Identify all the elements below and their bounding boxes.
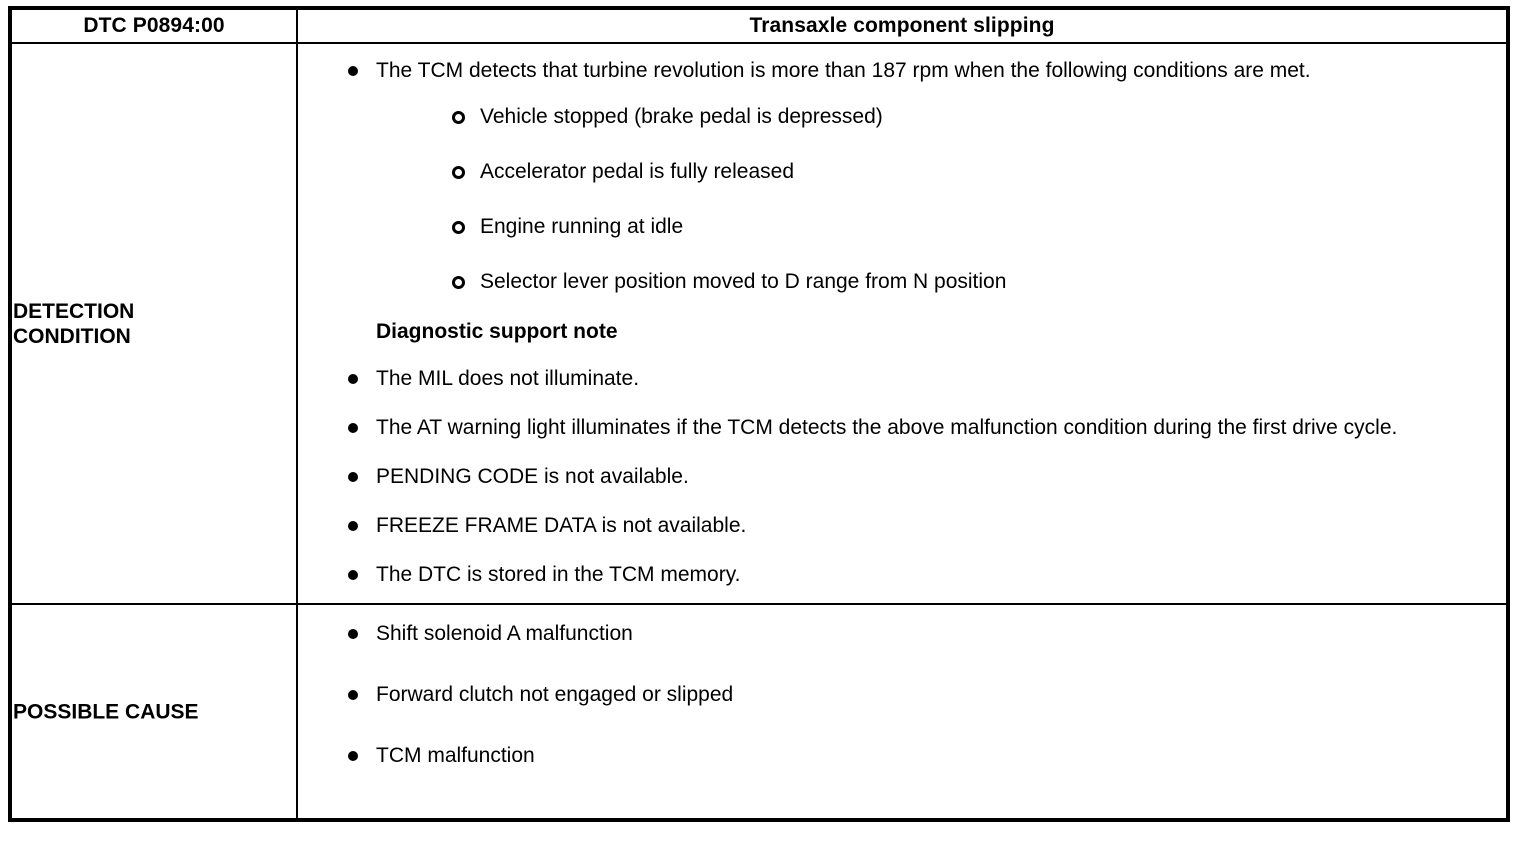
list-item: PENDING CODE is not available. — [338, 462, 1488, 491]
dtc-table: DTC P0894:00 Transaxle component slippin… — [8, 6, 1510, 822]
bullet-dot-icon — [348, 570, 358, 580]
list-item: Selector lever position moved to D range… — [448, 268, 1488, 295]
diagnostic-support-note-list: The MIL does not illuminate. The AT warn… — [338, 364, 1488, 589]
bullet-dot-icon — [348, 521, 358, 531]
list-item: Accelerator pedal is fully released — [448, 158, 1488, 185]
list-item: The AT warning light illuminates if the … — [338, 413, 1488, 442]
detection-condition-sublist: Vehicle stopped (brake pedal is depresse… — [376, 103, 1488, 295]
list-item: Shift solenoid A malfunction — [338, 619, 1488, 648]
detection-bullet-list: The TCM detects that turbine revolution … — [338, 56, 1488, 295]
bullet-circle-icon — [452, 111, 465, 124]
list-item-text: Accelerator pedal is fully released — [480, 160, 794, 183]
list-item: Engine running at idle — [448, 213, 1488, 240]
list-item: The MIL does not illuminate. — [338, 364, 1488, 393]
list-item-text: Engine running at idle — [480, 215, 684, 238]
dtc-title-header: Transaxle component slipping — [296, 7, 1509, 44]
bullet-dot-icon — [348, 690, 358, 700]
list-item-text: The TCM detects that turbine revolution … — [376, 59, 1311, 82]
bullet-dot-icon — [348, 374, 358, 384]
bullet-dot-icon — [348, 751, 358, 761]
list-item: Forward clutch not engaged or slipped — [338, 680, 1488, 709]
list-item-text: TCM malfunction — [376, 744, 535, 767]
bullet-circle-icon — [452, 276, 465, 289]
list-item-text: FREEZE FRAME DATA is not available. — [376, 514, 747, 537]
list-item: Vehicle stopped (brake pedal is depresse… — [448, 103, 1488, 130]
bullet-dot-icon — [348, 629, 358, 639]
row-label-detection-condition: DETECTION CONDITION — [9, 42, 298, 605]
list-item: The DTC is stored in the TCM memory. — [338, 560, 1488, 589]
list-item: The TCM detects that turbine revolution … — [338, 56, 1488, 295]
bullet-dot-icon — [348, 66, 358, 76]
dtc-code-header: DTC P0894:00 — [9, 7, 298, 44]
bullet-dot-icon — [348, 423, 358, 433]
list-item-text: Forward clutch not engaged or slipped — [376, 683, 734, 706]
diagnostic-support-note-heading: Diagnostic support note — [376, 320, 618, 343]
row-label-text: DETECTION CONDITION — [13, 299, 135, 348]
list-item-text: The AT warning light illuminates if the … — [376, 416, 1398, 439]
possible-cause-list: Shift solenoid A malfunction Forward clu… — [338, 619, 1488, 770]
list-item-text: Vehicle stopped (brake pedal is depresse… — [480, 105, 883, 128]
table-row-possible-cause: POSSIBLE CAUSE Shift solenoid A malfunct… — [9, 603, 1509, 821]
list-item: FREEZE FRAME DATA is not available. — [338, 511, 1488, 540]
list-item-text: The MIL does not illuminate. — [376, 367, 640, 390]
list-item-text: PENDING CODE is not available. — [376, 465, 689, 488]
row-content-detection-condition: The TCM detects that turbine revolution … — [296, 42, 1509, 605]
list-item-text: The DTC is stored in the TCM memory. — [376, 563, 741, 586]
bullet-circle-icon — [452, 166, 465, 179]
row-content-possible-cause: Shift solenoid A malfunction Forward clu… — [296, 603, 1509, 821]
table-row-detection-condition: DETECTION CONDITION The TCM detects that… — [9, 42, 1509, 605]
bullet-dot-icon — [348, 472, 358, 482]
list-item-text: Selector lever position moved to D range… — [480, 270, 1007, 293]
bullet-circle-icon — [452, 221, 465, 234]
list-item-text: Shift solenoid A malfunction — [376, 622, 633, 645]
row-label-possible-cause: POSSIBLE CAUSE — [9, 603, 298, 821]
row-label-text: POSSIBLE CAUSE — [13, 700, 199, 723]
list-item: TCM malfunction — [338, 741, 1488, 770]
table-header-row: DTC P0894:00 Transaxle component slippin… — [9, 7, 1509, 44]
